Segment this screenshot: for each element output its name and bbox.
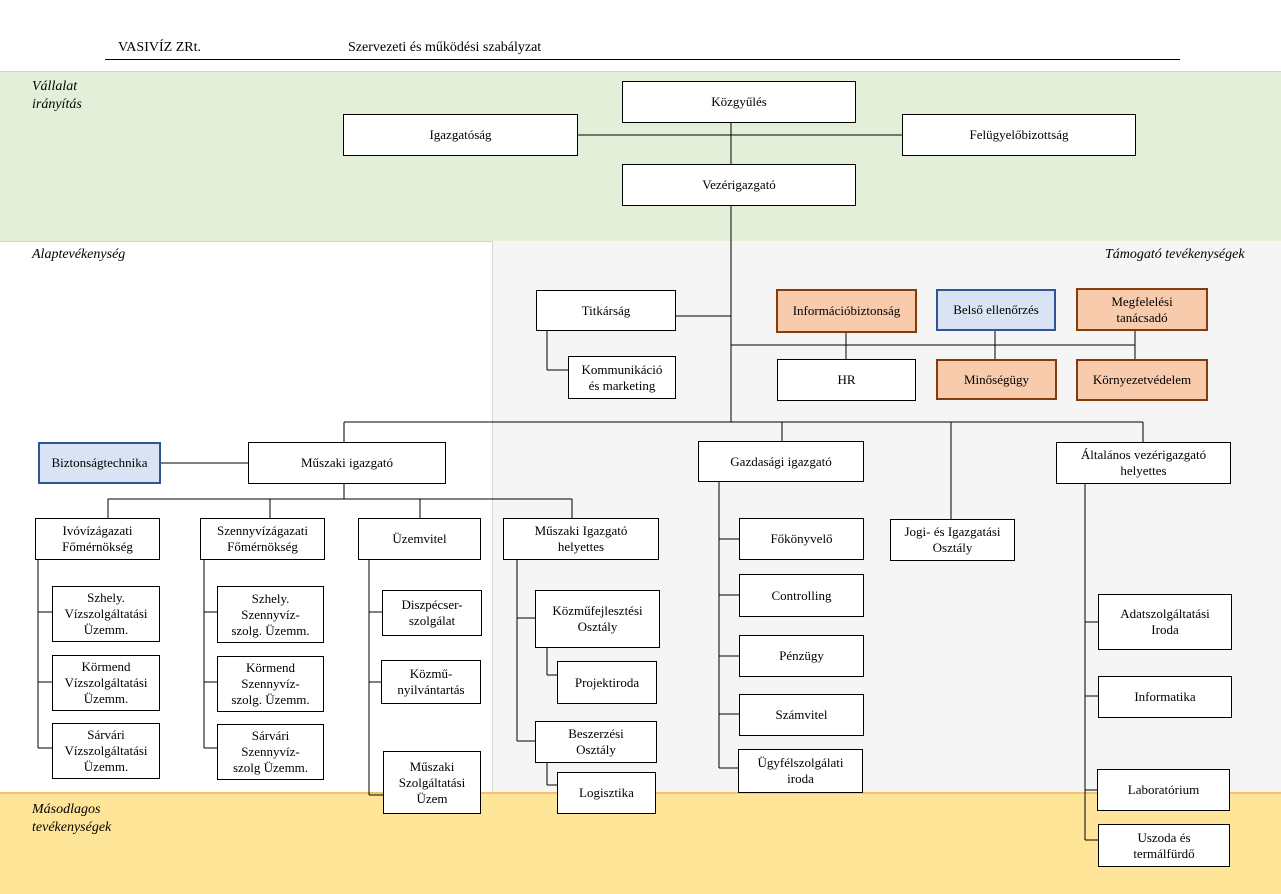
zone-label-corporate: Vállalat irányítás xyxy=(32,79,82,112)
zone-label-secondary: Másodlagos tevékenységek xyxy=(32,802,112,835)
unit-ugyfelszolgalati: Ügyfélszolgálati iroda xyxy=(738,749,863,793)
unit-kozmufejlesztesi: Közműfejlesztési Osztály xyxy=(535,590,660,648)
unit-controlling: Controlling xyxy=(739,574,864,617)
unit-sarvari-szenny: Sárvári Szennyvíz- szolg Üzemm. xyxy=(217,724,324,780)
unit-igazgatosag: Igazgatóság xyxy=(343,114,578,156)
unit-logisztika: Logisztika xyxy=(557,772,656,814)
unit-muszaki-helyettes: Műszaki Igazgató helyettes xyxy=(503,518,659,560)
unit-projektiroda: Projektiroda xyxy=(557,661,657,704)
unit-adatszolgaltatasi: Adatszolgáltatási Iroda xyxy=(1098,594,1232,650)
unit-biztonsagtechnika: Biztonságtechnika xyxy=(38,442,161,484)
unit-muszaki-szolgaltatasi-uzem: Műszaki Szolgáltatási Üzem xyxy=(383,751,481,814)
unit-minosegugy: Minőségügy xyxy=(936,359,1057,400)
unit-felugyelobizottsag: Felügyelőbizottság xyxy=(902,114,1136,156)
unit-hr: HR xyxy=(777,359,916,401)
unit-kozgyules: Közgyűlés xyxy=(622,81,856,123)
unit-informaciobiztonsag: Információbiztonság xyxy=(776,289,917,333)
unit-diszpecser: Diszpécser- szolgálat xyxy=(382,590,482,636)
unit-uszoda: Uszoda és termálfürdő xyxy=(1098,824,1230,867)
unit-fokonyvelo: Főkönyvelő xyxy=(739,518,864,560)
unit-altalanos-helyettes: Általános vezérigazgató helyettes xyxy=(1056,442,1231,484)
unit-penzugy: Pénzügy xyxy=(739,635,864,677)
unit-ivovizagazati: Ivóvízágazati Főmérnökség xyxy=(35,518,160,560)
unit-laboratorium: Laboratórium xyxy=(1097,769,1230,811)
header-rule xyxy=(105,59,1180,60)
zone-label-core: Alaptevékenység xyxy=(32,247,126,262)
unit-megfelelesi-tanacsado: Megfelelési tanácsadó xyxy=(1076,288,1208,331)
unit-uzemvitel: Üzemvitel xyxy=(358,518,481,560)
unit-beszerzesi: Beszerzési Osztály xyxy=(535,721,657,763)
unit-jogi-igazgatasi: Jogi- és Igazgatási Osztály xyxy=(890,519,1015,561)
unit-gazdasagi-igazgato: Gazdasági igazgató xyxy=(698,441,864,482)
unit-kozmu-nyilvantartas: Közmű- nyilvántartás xyxy=(381,660,481,704)
unit-kormend-viz: Körmend Vízszolgáltatási Üzemm. xyxy=(52,655,160,711)
unit-kormend-szenny: Körmend Szennyvíz- szolg. Üzemm. xyxy=(217,656,324,712)
company-name: VASIVÍZ ZRt. xyxy=(118,40,201,55)
document-title: Szervezeti és működési szabályzat xyxy=(348,40,542,55)
unit-szamvitel: Számvitel xyxy=(739,694,864,736)
unit-kornyezetvedelem: Környezetvédelem xyxy=(1076,359,1208,401)
unit-titkarsag: Titkárság xyxy=(536,290,676,331)
unit-informatika: Informatika xyxy=(1098,676,1232,718)
unit-vezerigazgato: Vezérigazgató xyxy=(622,164,856,206)
unit-szennyvizagazati: Szennyvízágazati Főmérnökség xyxy=(200,518,325,560)
unit-belso-ellenorzes: Belső ellenőrzés xyxy=(936,289,1056,331)
unit-sarvari-viz: Sárvári Vízszolgáltatási Üzemm. xyxy=(52,723,160,779)
unit-muszaki-igazgato: Műszaki igazgató xyxy=(248,442,446,484)
unit-szhely-szenny: Szhely. Szennyvíz- szolg. Üzemm. xyxy=(217,586,324,643)
unit-kommunikacio: Kommunikáció és marketing xyxy=(568,356,676,399)
zone-label-support: Támogató tevékenységek xyxy=(1105,247,1245,262)
unit-szhely-viz: Szhely. Vízszolgáltatási Üzemm. xyxy=(52,586,160,642)
